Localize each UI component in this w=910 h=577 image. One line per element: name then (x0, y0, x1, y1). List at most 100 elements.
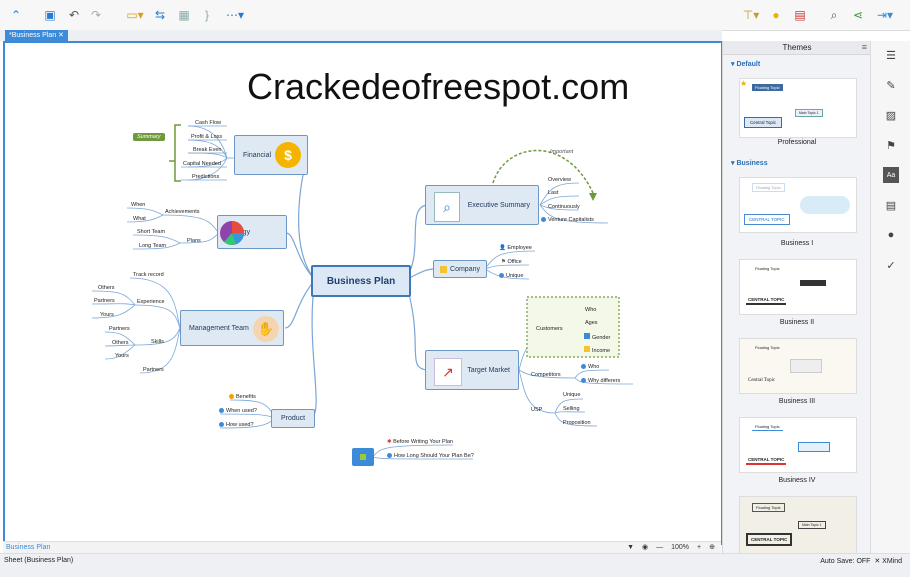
list-item[interactable]: Profit & Loss (191, 134, 223, 140)
list-item[interactable]: What (133, 216, 146, 222)
relationship-label[interactable]: Important (550, 149, 574, 155)
list-item[interactable]: Who (585, 307, 597, 313)
list-item[interactable]: Long Team (139, 243, 167, 249)
layout-icon[interactable]: ⊤▾ (742, 8, 760, 22)
list-item[interactable]: Experience (137, 299, 165, 305)
sheet-tab[interactable]: Business Plan (6, 544, 51, 551)
list-item[interactable]: Competitors (531, 372, 561, 378)
present-icon[interactable]: ▤ (794, 8, 806, 22)
list-item[interactable]: Partners (143, 367, 164, 373)
theme-business-4[interactable]: Floating Topic CENTRAL TOPIC (739, 417, 857, 473)
task-icon[interactable]: ✓ (886, 259, 896, 272)
section-default[interactable]: ▾ Default (731, 61, 761, 68)
summary-icon[interactable]: } (204, 8, 209, 22)
list-item[interactable]: Proposition (563, 420, 591, 426)
theme-professional[interactable]: ★ Floating Topic Central Topic Main Topi… (739, 78, 857, 138)
outline-icon[interactable]: ☰ (886, 49, 896, 62)
list-item[interactable]: Short Team (137, 229, 166, 235)
themes-icon[interactable]: Aa (883, 167, 899, 183)
list-item[interactable]: How Long Should Your Plan Be? (387, 453, 474, 459)
zoom-in-icon[interactable]: + (697, 544, 702, 551)
search-icon[interactable]: ⌕ (830, 7, 838, 22)
logo-icon[interactable]: ⌃ (10, 8, 22, 22)
list-item[interactable]: Venture Capitalists (541, 217, 594, 223)
topic-financial[interactable]: Financial $ (234, 135, 308, 175)
list-item[interactable]: Last (548, 190, 559, 196)
central-topic[interactable]: Business Plan (311, 265, 411, 297)
panel-menu-icon[interactable]: ≡ (861, 42, 867, 52)
format-brush-icon[interactable]: ✎ (886, 79, 896, 92)
filter-icon[interactable]: ▼ (627, 544, 635, 551)
more-icon[interactable]: ⋯▾ (225, 8, 245, 22)
list-item[interactable]: Partners (94, 298, 115, 304)
list-item[interactable]: Track record (133, 272, 164, 278)
topic-strategy[interactable]: Strategy (217, 215, 287, 249)
list-item[interactable]: When (131, 202, 146, 208)
theme-business-3[interactable]: Floating Topic Central Topic (739, 338, 857, 394)
eye-icon[interactable]: ◉ (642, 544, 649, 551)
mindmap-canvas[interactable]: Crackedeofreespot.com Business Plan Fina… (3, 41, 723, 545)
zoom-controls: ▼ ◉ — 100% + ⊕ (627, 542, 715, 553)
undo-icon[interactable]: ↶ (68, 8, 80, 22)
share-icon[interactable]: ⋖ (852, 8, 864, 22)
list-item[interactable]: Achievements (165, 209, 200, 215)
list-item[interactable]: When used? (219, 408, 257, 414)
theme-business-2[interactable]: Floating Topic CENTRAL TOPIC (739, 259, 857, 315)
summary-topic[interactable]: Summary (133, 133, 165, 141)
relationship-icon[interactable]: ⇆ (154, 8, 166, 22)
export-icon[interactable]: ⇥▾ (876, 8, 894, 22)
notes-icon[interactable]: ▤ (885, 199, 897, 212)
list-item[interactable]: Continuously (548, 204, 580, 210)
list-item[interactable]: Break Even (193, 147, 222, 153)
list-item[interactable]: Overview (548, 177, 571, 183)
idea-icon[interactable]: ● (772, 8, 780, 22)
close-icon[interactable]: ✕ (58, 32, 64, 39)
list-item[interactable]: Skills (151, 339, 164, 345)
list-item[interactable]: Who (581, 364, 599, 370)
save-icon[interactable]: ▣ (44, 8, 56, 22)
list-item[interactable]: Plans (187, 238, 201, 244)
list-item[interactable]: Unique (499, 273, 523, 279)
list-item[interactable]: Selling (563, 406, 580, 412)
theme-business-5[interactable]: Floating Topic CENTRAL TOPIC Main Topic … (739, 496, 857, 553)
list-item[interactable]: USP (531, 407, 543, 413)
list-item[interactable]: Others (112, 340, 129, 346)
list-item[interactable]: Partners (109, 326, 130, 332)
topic-product[interactable]: Product (271, 409, 315, 428)
list-item[interactable]: 👤 Employee (499, 245, 532, 251)
topic-company[interactable]: Company (433, 260, 487, 278)
topic-target-market[interactable]: ↗ Target Market (425, 350, 519, 390)
image-icon[interactable]: ▨ (885, 109, 897, 122)
list-item[interactable]: ⚑ Office (501, 259, 522, 265)
list-item[interactable]: Capital Needed (183, 161, 221, 167)
autosave-status[interactable]: Auto Save: OFF (820, 558, 871, 565)
theme-business-1[interactable]: Floating Topic CENTRAL TOPIC (739, 177, 857, 233)
image-icon[interactable]: ▦ (178, 8, 190, 22)
list-item[interactable]: How used? (219, 422, 254, 428)
list-item[interactable]: Benefits (229, 394, 256, 400)
comments-icon[interactable]: ● (887, 229, 895, 241)
insert-topic-icon[interactable]: ▭▾ (126, 8, 144, 22)
topic-executive-summary[interactable]: ⌕ Executive Summary (425, 185, 539, 225)
zoom-level[interactable]: 100% (671, 544, 690, 551)
list-item[interactable]: Yours (115, 353, 129, 359)
list-item[interactable]: Yours (100, 312, 114, 318)
list-item[interactable]: ✱ Before Writing Your Plan (387, 439, 453, 445)
marker-flag-icon[interactable]: ⚑ (886, 139, 896, 152)
list-item[interactable]: Cash Flow (195, 120, 221, 126)
list-item[interactable]: Predictions (192, 174, 220, 180)
list-item[interactable]: Income (584, 346, 610, 354)
zoom-out-icon[interactable]: — (656, 544, 664, 551)
topic-management-team[interactable]: Management Team ✋ (180, 310, 284, 346)
fit-icon[interactable]: ⊕ (709, 544, 715, 551)
list-item[interactable]: Why differers (581, 378, 620, 384)
floating-topic[interactable] (352, 448, 374, 466)
list-item[interactable]: Others (98, 285, 115, 291)
list-item[interactable]: Ages (585, 320, 598, 326)
list-item[interactable]: Customers (536, 326, 563, 332)
tab-business-plan[interactable]: *Business Plan ✕ (5, 30, 68, 41)
list-item[interactable]: Gender (584, 333, 610, 341)
redo-icon[interactable]: ↷ (90, 8, 102, 22)
list-item[interactable]: Unique (563, 392, 581, 398)
section-business[interactable]: ▾ Business (731, 160, 768, 167)
